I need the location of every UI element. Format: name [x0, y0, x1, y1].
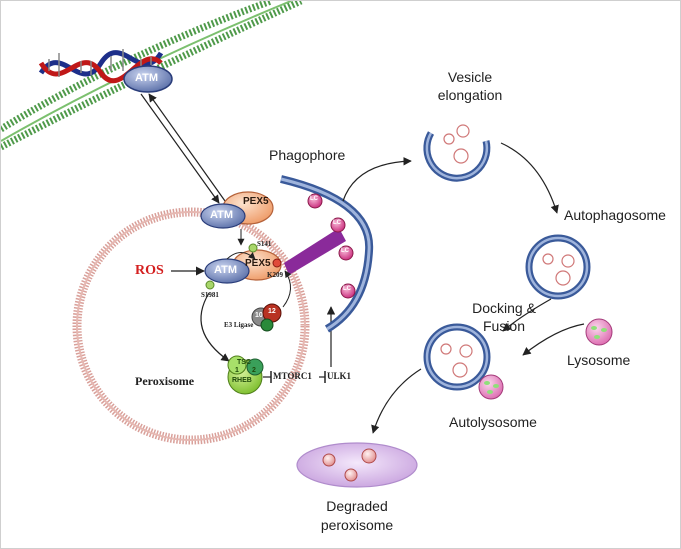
lc-label-4: LC — [343, 286, 351, 292]
lc3-2 — [330, 217, 346, 233]
tsc-2-label: 2 — [252, 367, 256, 374]
phagophore-label: Phagophore — [269, 147, 346, 163]
k209-label: K209 — [267, 271, 283, 279]
rheb-label: RHEB — [232, 377, 252, 384]
phagophore-to-elongation-arrow — [342, 157, 412, 202]
autolysosome-to-degraded-arrow — [371, 368, 422, 434]
lc3-3 — [338, 245, 354, 261]
atm-import-arrow — [140, 93, 220, 204]
vesicle-elongation — [423, 124, 491, 182]
degraded-label-1: Degraded — [326, 498, 388, 514]
lysosome-label: Lysosome — [567, 352, 631, 368]
tsc-label: TSC — [237, 359, 251, 366]
degraded-peroxisome — [296, 442, 418, 488]
ulk1-label: ULK1 — [327, 371, 352, 381]
elongation-to-autophagosome-arrow — [500, 142, 559, 214]
atm-complex-1-label: ATM — [210, 209, 234, 221]
lysosome — [585, 318, 613, 346]
pex5-complex-1-label: PEX5 — [243, 196, 269, 207]
autophagosome — [525, 234, 591, 300]
e3-to-k209-arrow — [282, 270, 292, 308]
atm-complex-1 — [200, 203, 246, 229]
lc3-4 — [340, 283, 356, 299]
ub-10-label: 10 — [255, 312, 263, 319]
atm-to-tsc-arrow — [200, 292, 230, 362]
phagophore-membrane — [280, 175, 374, 333]
autolysosome-label: Autolysosome — [449, 414, 537, 430]
autophagosome-to-docking-arrow — [502, 298, 552, 332]
autolysosome — [423, 323, 504, 400]
s141-label: S141 — [257, 240, 272, 248]
degraded-label-2: peroxisome — [320, 517, 394, 533]
autophagosome-label: Autophagosome — [564, 207, 666, 223]
ub-12-label: 12 — [268, 308, 276, 315]
lc-label-3: LC — [341, 248, 349, 254]
lc-label-2: LC — [333, 220, 341, 226]
vesicle-elongation-label-2: elongation — [437, 87, 503, 103]
atm-export-arrow — [148, 93, 226, 202]
docking-label-1: Docking & — [472, 300, 536, 316]
tsc-rheb-complex — [227, 355, 264, 395]
lc-label-1: LC — [310, 196, 318, 202]
docking-arrow — [522, 323, 585, 356]
ub-site-k209 — [272, 258, 282, 268]
vesicle-elongation-label-1: Vesicle — [447, 69, 493, 85]
atm-nucleus-node — [123, 65, 173, 93]
e3-ligase-label: E3 Ligase — [224, 321, 254, 329]
mtorc1-label: MTORC1 — [273, 371, 312, 381]
s1981-label: S1981 — [201, 291, 219, 299]
tsc-1-label: 1 — [235, 367, 239, 374]
docking-label-2: Fusion — [482, 318, 526, 334]
phospho-site-s1981 — [205, 280, 215, 290]
pex5-complex-2-label: PEX5 — [245, 258, 271, 269]
ros-label: ROS — [135, 263, 164, 278]
atm-nucleus-label: ATM — [135, 72, 159, 84]
atm-complex-2-label: ATM — [214, 264, 238, 276]
sqstm1-bar — [284, 228, 346, 275]
phospho-site-s141 — [248, 243, 258, 253]
lc3-1 — [307, 193, 323, 209]
peroxisome-label: Peroxisome — [135, 374, 195, 388]
